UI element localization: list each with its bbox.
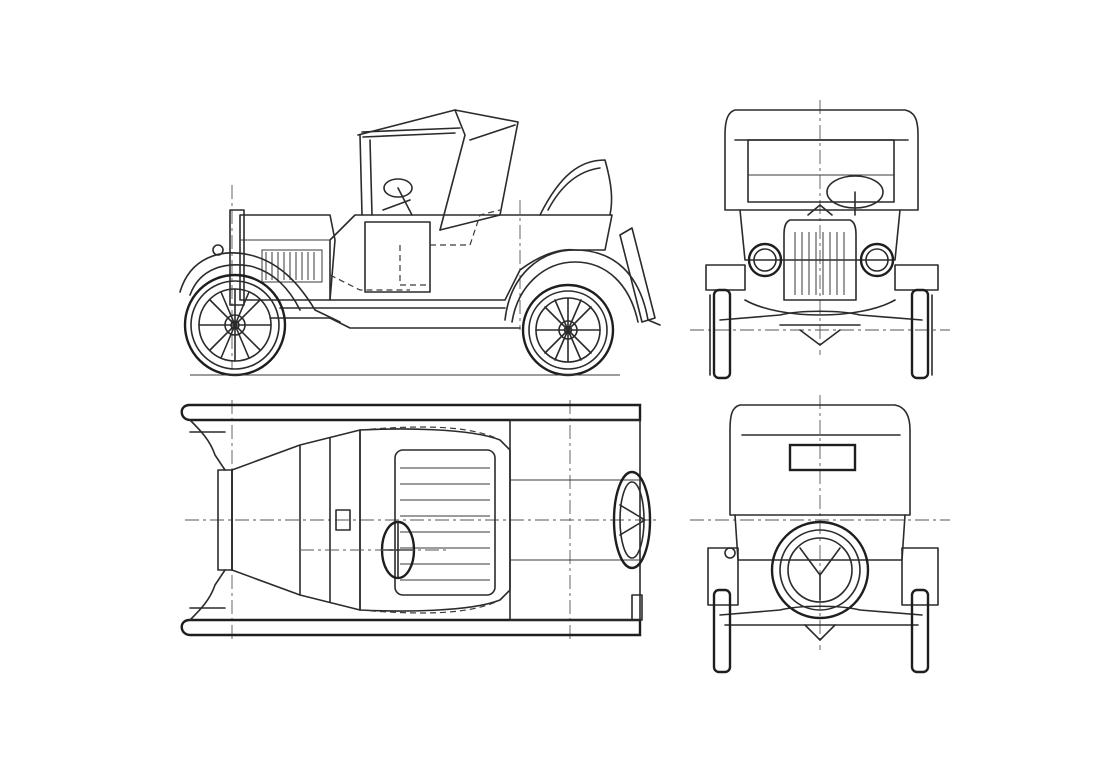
- side-view: [179, 109, 661, 377]
- rear-view: [690, 395, 950, 674]
- top-view: [180, 400, 660, 640]
- front-view: [690, 100, 950, 380]
